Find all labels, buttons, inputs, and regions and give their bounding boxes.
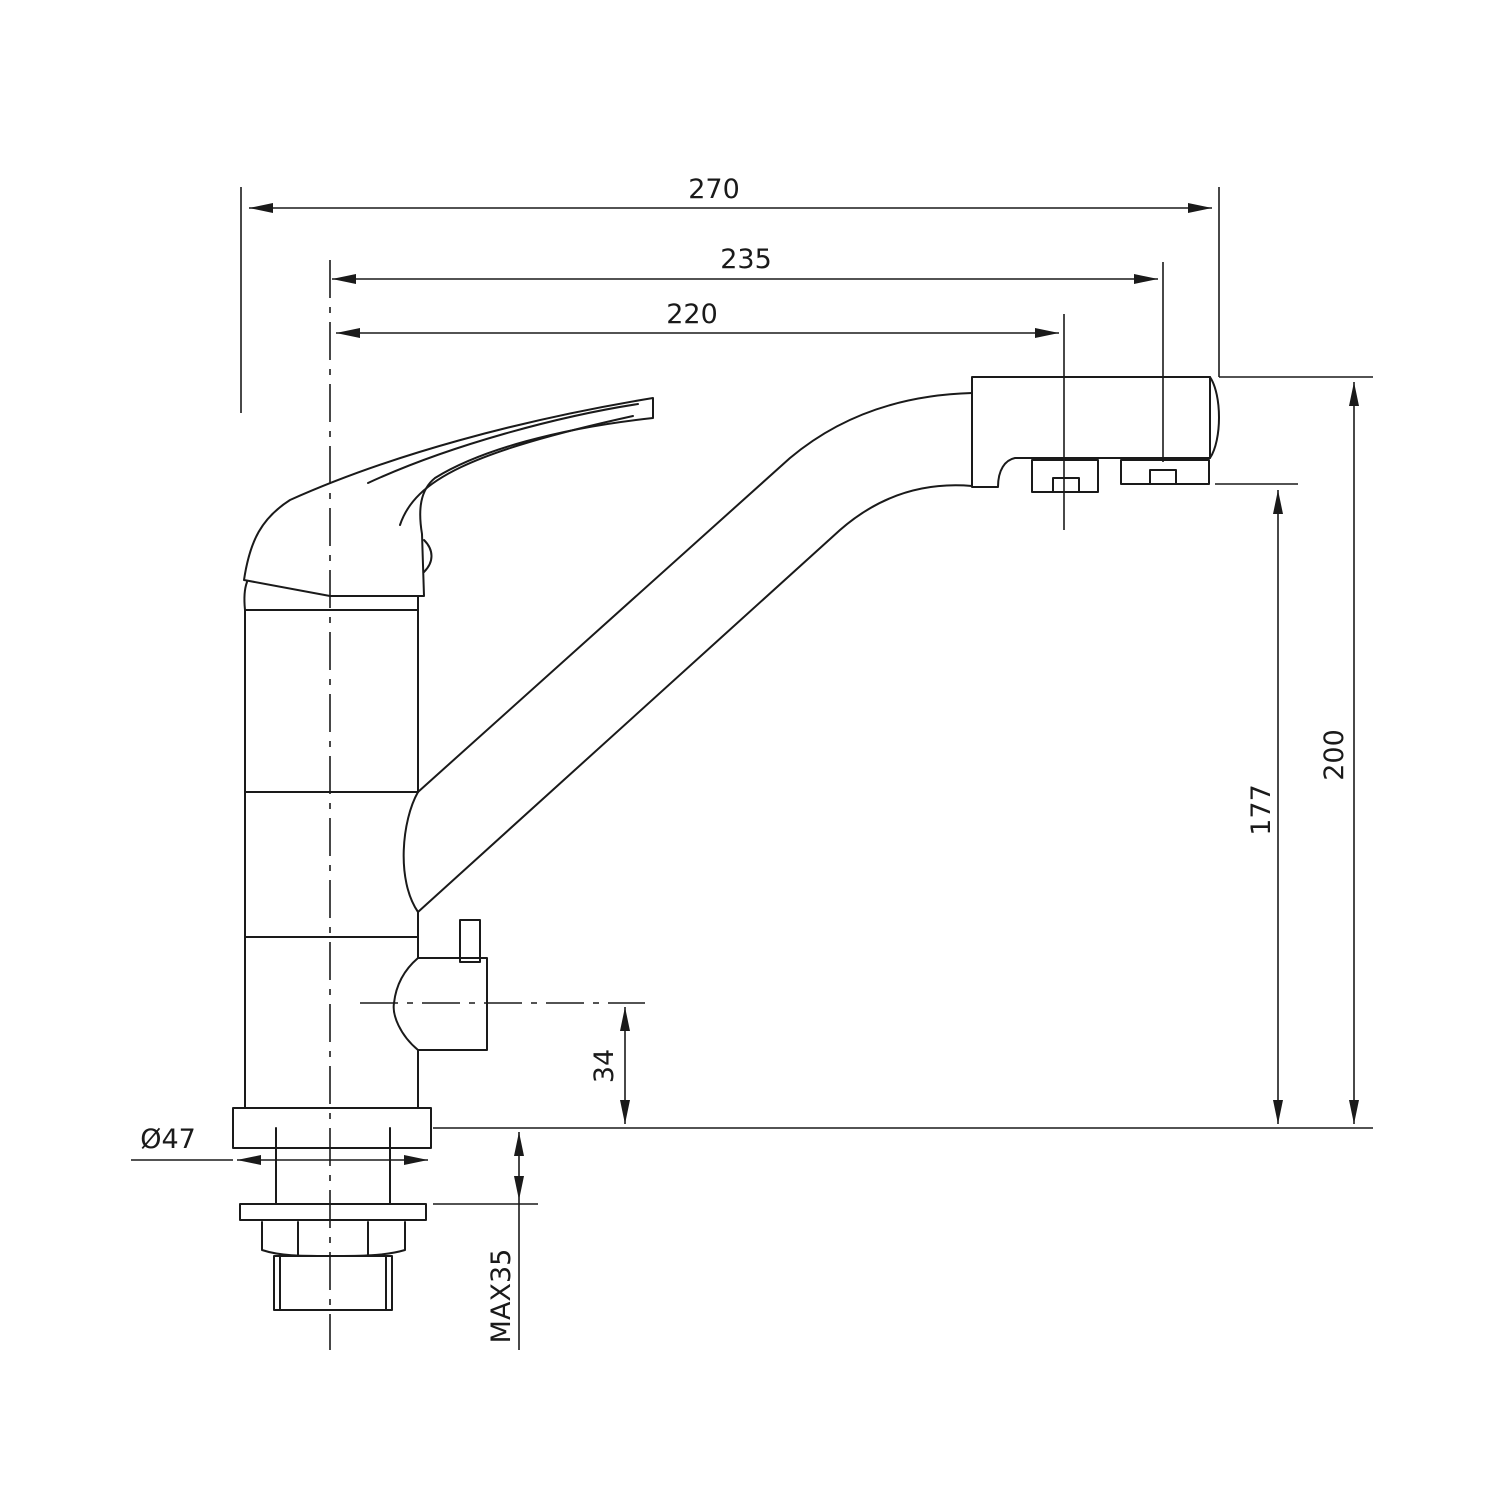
aerator-head <box>971 376 1220 488</box>
mounting-plate <box>239 1203 427 1221</box>
dimension-line-diameter: Ø47 <box>140 1124 428 1165</box>
nut <box>261 1221 406 1257</box>
dimension-line-270: 270 <box>249 174 1212 213</box>
dimension-line-max35: MAX35 <box>486 1132 524 1350</box>
dimension-label-177: 177 <box>1246 784 1277 836</box>
base-ring <box>232 1107 432 1149</box>
centre-lines <box>329 260 645 1350</box>
dimension-label-200: 200 <box>1319 729 1350 781</box>
dimension-label-max35: MAX35 <box>486 1249 517 1344</box>
dimension-line-200: 200 <box>1319 382 1359 1124</box>
spout <box>402 484 973 913</box>
dimension-label-diameter: Ø47 <box>140 1124 196 1155</box>
dimension-label-34: 34 <box>589 1049 620 1083</box>
dimension-line-220: 220 <box>336 299 1059 338</box>
dimension-line-34: 34 <box>589 1007 630 1124</box>
thread-shank <box>273 1255 393 1311</box>
lever-handle <box>243 397 654 597</box>
faucet-body <box>232 376 1220 1311</box>
extension-lines <box>131 187 1373 1205</box>
dimension-line-235: 235 <box>332 244 1158 284</box>
dimension-label-220: 220 <box>666 299 718 330</box>
side-outlet <box>392 957 488 1051</box>
dimension-label-270: 270 <box>688 174 740 205</box>
dimension-label-235: 235 <box>720 244 772 275</box>
dimension-line-177: 177 <box>1246 490 1283 1124</box>
